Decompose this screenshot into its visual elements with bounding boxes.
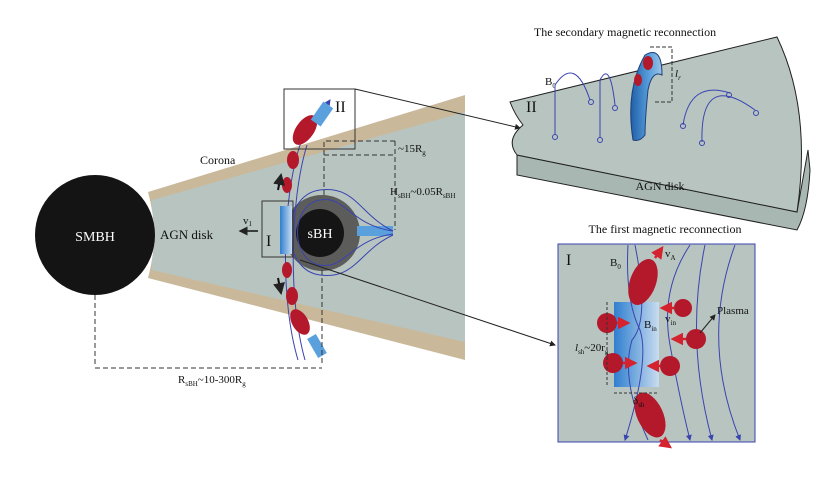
sbh-circle [296, 209, 344, 257]
secondary-b0: B0 [545, 76, 556, 90]
box-two [283, 88, 356, 150]
first-dsh: δsh [633, 395, 645, 409]
first-roman: I [566, 252, 571, 269]
sbh-jet [357, 226, 393, 236]
first-lsh: lsh~20rg [575, 342, 609, 356]
first-plasma: Plasma [717, 305, 749, 317]
height-small-label: ~15Rg [398, 143, 426, 157]
box-one-label: I [266, 233, 271, 250]
first-reconnection-panel: The first magnetic reconnection I B0 vA … [557, 222, 756, 449]
first-va: vA [665, 248, 676, 262]
zoom-line-two [354, 88, 521, 130]
down-arrow-icon [273, 277, 285, 295]
first-title: The first magnetic reconnection [589, 222, 742, 236]
secondary-reconnection-panel: The secondary magnetic reconnection II B… [509, 25, 811, 231]
distance-label: RsBH~10-300Rg [178, 374, 246, 388]
current-sheet [280, 206, 292, 254]
box-two-label: II [335, 99, 346, 116]
corona-label: Corona [200, 153, 236, 167]
box-one [261, 200, 294, 258]
first-b0: B0 [610, 257, 621, 271]
zoom-line-one [299, 259, 556, 347]
secondary-title: The secondary magnetic reconnection [534, 25, 716, 39]
agn-disk-label: AGN disk [160, 227, 214, 242]
height-guides [94, 140, 396, 369]
secondary-roman: II [526, 99, 537, 116]
up-arrow-icon [273, 173, 285, 191]
first-vin: vin [665, 313, 676, 327]
secondary-length: lr [675, 68, 681, 82]
first-bin: Bin [644, 319, 657, 333]
velocity-label: v1 [243, 215, 253, 228]
sbh-label: sBH [308, 227, 333, 242]
height-h-label: HsBH~0.05RsBH [390, 186, 455, 200]
smbh-label: SMBH [75, 230, 115, 245]
plasmoids [282, 115, 318, 335]
secondary-disk-label: AGN disk [635, 179, 684, 193]
smbh-circle [35, 175, 155, 295]
